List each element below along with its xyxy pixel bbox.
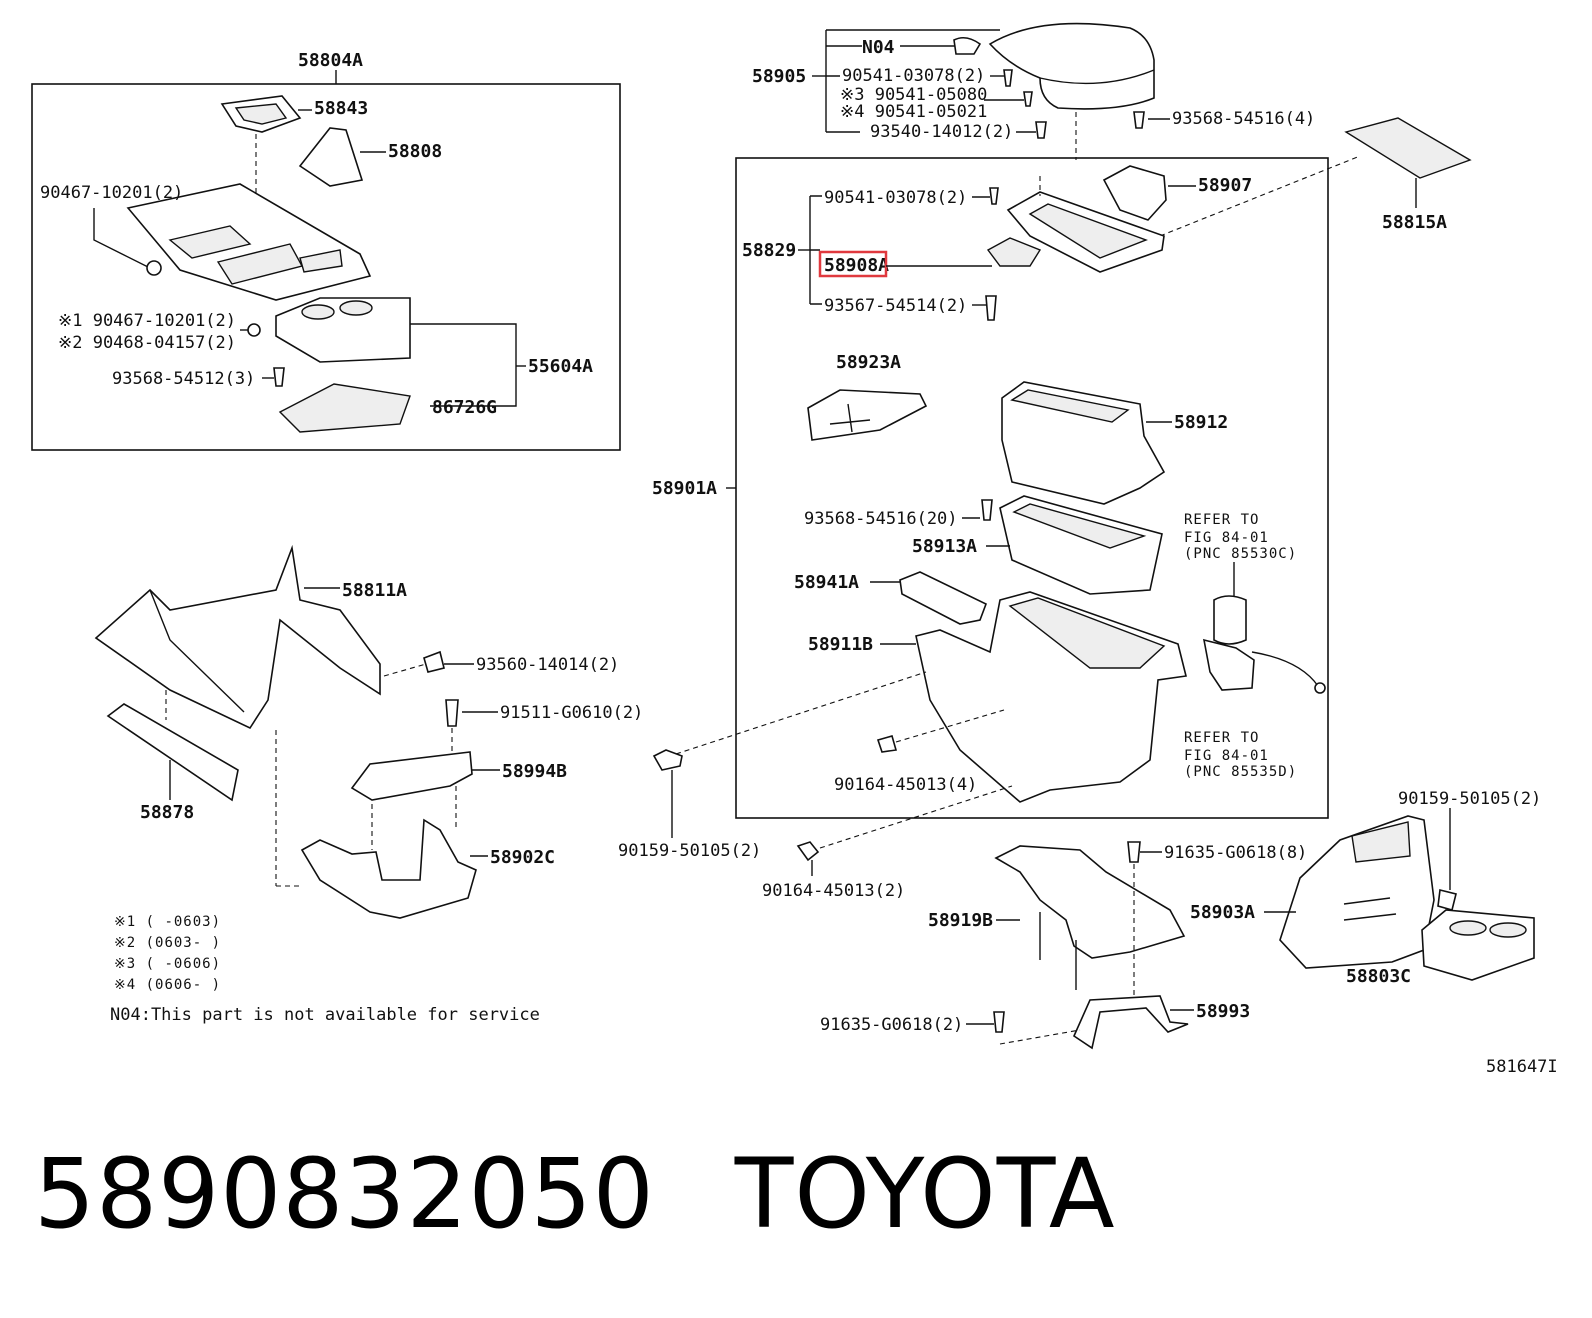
label-n2-90468: ※2 90468-04157(2) [58,333,236,353]
highlight-58908A [818,250,888,278]
label-58902C: 58902C [490,847,555,868]
label-58901A: 58901A [652,478,717,499]
part-58811A [94,544,381,730]
label-58803C: 58803C [1346,966,1411,987]
refer1-line3: (PNC 85530C) [1184,546,1297,562]
part-86726G [278,383,411,433]
label-58903A: 58903A [1190,902,1255,923]
label-55604A: 55604A [528,356,593,377]
part-socket [1213,595,1247,645]
label-58905: 58905 [752,66,806,87]
label-58912: 58912 [1174,412,1228,433]
label-58808: 58808 [388,141,442,162]
label-58993: 58993 [1196,1001,1250,1022]
label-n4-90541-05021: ※4 90541-05021 [840,102,987,122]
part-58941A [899,571,988,625]
part-58994B [350,751,473,801]
label-58811A: 58811A [342,580,407,601]
label-58804A: 58804A [298,50,363,71]
label-90467-10201-2: 90467-10201(2) [40,183,183,203]
note-4: ※4 (0606- ) [114,977,221,993]
group-box-58804A [31,83,621,451]
note-2: ※2 (0603- ) [114,935,221,951]
refer1-line1: REFER TO [1184,512,1259,528]
label-58913A: 58913A [912,536,977,557]
note-n04: N04:This part is not available for servi… [110,1005,540,1025]
label-93568-54516-20: 93568-54516(20) [804,509,958,529]
refer2-line2: FIG 84-01 [1184,748,1269,764]
label-90541-03078-top: 90541-03078(2) [842,66,985,86]
refer2-line3: (PNC 85535D) [1184,764,1297,780]
label-86726G: 86726G [432,397,497,418]
label-58919B: 58919B [928,910,993,931]
part-58923A [807,389,928,441]
caption: 5890832050 TOYOTA [34,1138,1116,1250]
label-90159-50105-right: 90159-50105(2) [1398,789,1541,809]
label-91511-G0610: 91511-G0610(2) [500,703,643,723]
refer1-line2: FIG 84-01 [1184,530,1269,546]
label-N04: N04 [862,37,895,58]
label-n1-90467: ※1 90467-10201(2) [58,311,236,331]
assembly-lower-left: 58811A 93560-14014(2) 91511-G0610(2) 589… [94,544,643,919]
label-58878: 58878 [140,802,194,823]
assembly-58804A: 58804A 58843 58808 90467-10201(2) ※1 904… [31,50,621,451]
label-90159-50105-left: 90159-50105(2) [618,841,761,861]
diagram-id: 581647I [1486,1057,1558,1077]
part-58808 [298,127,364,187]
refer2-line1: REFER TO [1184,730,1259,746]
label-58911B: 58911B [808,634,873,655]
part-58908A [986,237,1042,267]
label-58843: 58843 [314,98,368,119]
label-93568-54512: 93568-54512(3) [112,369,255,389]
assembly-58905: 58905 N04 90541-03078(2) ※3 90541-05080 … [752,22,1472,237]
assembly-58901A: 58901A 58829 90541-03078(2) 58908A 93567… [652,157,1329,849]
label-91635-G0618-2: 91635-G0618(2) [820,1015,963,1035]
part-58907 [1102,165,1167,221]
label-93568-54516-4: 93568-54516(4) [1172,109,1315,129]
note-3: ※3 ( -0606) [114,956,221,972]
label-58941A: 58941A [794,572,859,593]
assembly-lower-right: 90159-50105(2) 90164-45013(2) 91635-G061… [618,749,1558,1077]
label-90164-45013-4: 90164-45013(4) [834,775,977,795]
label-90541-03078-box: 90541-03078(2) [824,188,967,208]
label-58908A: 58908A [824,255,889,276]
part-58919B [994,845,1186,959]
label-91635-G0618-8: 91635-G0618(8) [1164,843,1307,863]
label-n3-90541-05080: ※3 90541-05080 [840,85,987,105]
caption-part-number: 5890832050 [34,1138,655,1250]
part-58815A [1344,117,1472,179]
label-93540-14012: 93540-14012(2) [870,122,1013,142]
part-58902C [300,818,477,919]
label-58994B: 58994B [502,761,567,782]
part-58993 [1072,995,1189,1050]
label-58815A: 58815A [1382,212,1447,233]
footnotes: ※1 ( -0603) ※2 (0603- ) ※3 ( -0606) ※4 (… [110,914,540,1025]
label-93567-54514: 93567-54514(2) [824,296,967,316]
label-58829: 58829 [742,240,796,261]
label-90164-45013-2: 90164-45013(2) [762,881,905,901]
caption-brand: TOYOTA [734,1138,1116,1250]
part-58803C [1421,909,1535,981]
note-1: ※1 ( -0603) [114,914,221,930]
label-58923A: 58923A [836,352,901,373]
label-58907: 58907 [1198,175,1252,196]
part-armrest-lid [988,22,1155,110]
label-93560-14014: 93560-14014(2) [476,655,619,675]
part-91511 [445,699,459,727]
part-58878 [106,703,239,802]
